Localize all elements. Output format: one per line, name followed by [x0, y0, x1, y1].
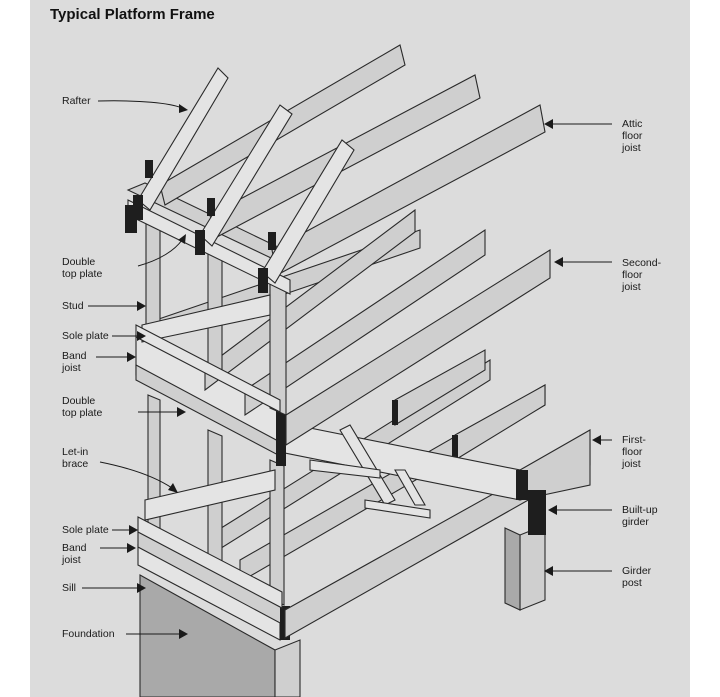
label-double-top-plate-upper-line-2: top plate [62, 268, 103, 280]
label-rafter: Rafter [62, 95, 91, 107]
upper-wall-drawing [135, 214, 287, 416]
label-built-up-girder-line-2: girder [622, 516, 649, 528]
label-first-floor-joist: First- floor joist [622, 434, 646, 470]
label-double-top-plate-upper-line-1: Double [62, 256, 96, 268]
label-let-in-brace-line-2: brace [62, 458, 89, 470]
label-sill-line-1: Sill [62, 582, 77, 594]
label-sole-plate-lower: Sole plate [62, 524, 109, 536]
label-built-up-girder-line-1: Built-up [622, 504, 658, 516]
label-foundation-line-1: Foundation [62, 628, 115, 640]
label-double-top-plate-upper: Double top plate [62, 256, 102, 280]
label-double-top-plate-lower: Double top plate [62, 395, 102, 419]
label-let-in-brace: Let-in brace [62, 446, 88, 470]
foundation-drawing [139, 574, 301, 697]
label-foundation: Foundation [62, 628, 115, 640]
label-band-joist-lower-line-1: Band [62, 542, 87, 554]
label-double-top-plate-lower-line-2: top plate [62, 407, 103, 419]
label-rafter-line-1: Rafter [62, 95, 91, 107]
label-band-joist-lower-line-2: joist [62, 554, 81, 566]
bridging-drawing [309, 424, 431, 519]
label-girder-post-line-2: post [622, 577, 642, 589]
label-girder-post-line-1: Girder [622, 565, 652, 577]
label-band-joist-upper-line-2: joist [62, 362, 81, 374]
rafters-drawing [133, 67, 355, 293]
label-stud: Stud [62, 300, 84, 312]
label-double-top-plate-lower-line-1: Double [62, 395, 96, 407]
label-first-floor-joist-line-3: joist [622, 458, 641, 470]
label-sill: Sill [62, 582, 76, 594]
label-second-floor-joist-line-1: Second- [622, 257, 662, 269]
label-band-joist-lower: Band joist [62, 542, 87, 566]
diagram-title: Typical Platform Frame [50, 6, 215, 23]
label-sole-plate-upper-line-1: Sole plate [62, 330, 109, 342]
label-attic-floor-joist: Attic floor joist [622, 118, 642, 154]
second-floor-joists-drawing [204, 208, 551, 446]
label-attic-floor-joist-line-3: joist [622, 142, 641, 154]
label-second-floor-joist-line-3: joist [622, 281, 641, 293]
leader-lines-right [544, 119, 612, 576]
label-girder-post: Girder post [622, 565, 651, 589]
label-second-floor-joist: Second- floor joist [622, 257, 661, 293]
label-band-joist-upper: Band joist [62, 350, 87, 374]
label-attic-floor-joist-line-2: floor [622, 130, 643, 142]
label-attic-floor-joist-line-1: Attic [622, 118, 643, 130]
leader-lines-left [82, 100, 188, 639]
label-first-floor-joist-line-1: First- [622, 434, 646, 446]
label-stud-line-1: Stud [62, 300, 84, 312]
label-second-floor-joist-line-2: floor [622, 269, 643, 281]
label-let-in-brace-line-1: Let-in [62, 446, 89, 458]
built-up-girder-drawing [269, 419, 591, 535]
label-first-floor-joist-line-2: floor [622, 446, 643, 458]
girder-post-drawing [504, 524, 546, 611]
label-sole-plate-lower-line-1: Sole plate [62, 524, 109, 536]
label-band-joist-upper-line-1: Band [62, 350, 87, 362]
label-sole-plate-upper: Sole plate [62, 330, 109, 342]
label-built-up-girder: Built-up girder [622, 504, 658, 528]
